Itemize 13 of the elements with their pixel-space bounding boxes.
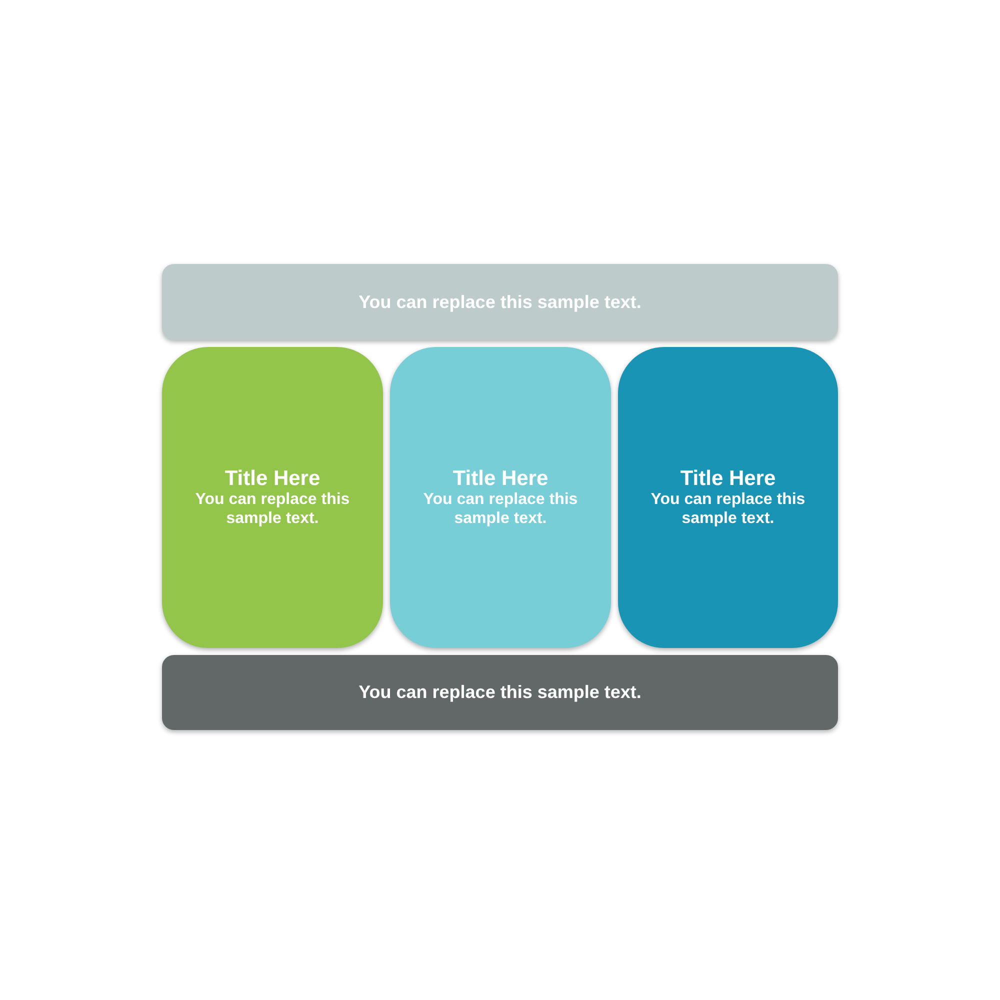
sample-text: You can replace this sample text. <box>650 490 806 528</box>
sample-text: You can replace this sample text. <box>358 290 642 314</box>
content-card <box>390 347 611 648</box>
content-card <box>162 347 383 648</box>
card-title: Title Here <box>224 468 320 490</box>
banner-bar <box>162 264 838 340</box>
card-title: Title Here <box>680 468 776 490</box>
sample-text: You can replace this sample text. <box>358 681 642 704</box>
card-title: Title Here <box>452 468 548 490</box>
sample-text: You can replace this sample text. <box>194 490 351 528</box>
banner-bar <box>162 655 838 730</box>
sample-text: You can replace this sample text. <box>422 490 579 528</box>
content-card <box>618 347 838 648</box>
